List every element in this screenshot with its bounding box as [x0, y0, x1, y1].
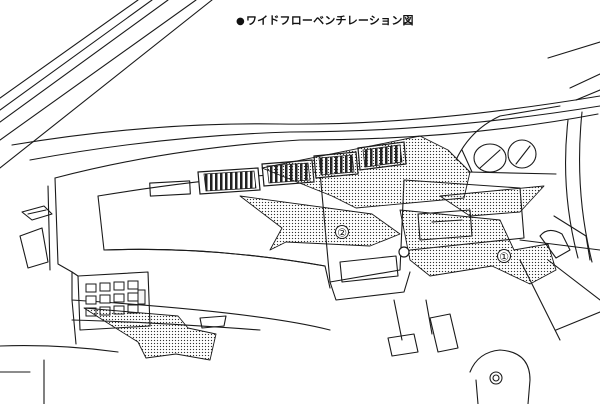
airflow-arrow-center-right [399, 209, 557, 285]
airflow-arrows [83, 135, 557, 361]
airflow-arrow-lower-left [83, 307, 217, 361]
instrument-cluster [455, 105, 561, 175]
center-vent-1 [197, 167, 261, 195]
title-bullet: ● [236, 16, 245, 27]
shift-knob [469, 349, 531, 405]
steering-wheel [539, 111, 593, 263]
airflow-arrow-right [439, 185, 545, 217]
windshield-right-edge [547, 41, 600, 101]
left-dash-body [47, 171, 331, 331]
callout-1-label: ① [499, 251, 509, 264]
airflow-arrow-upper [261, 135, 471, 209]
door-sill [0, 345, 119, 405]
pedal-brake [387, 299, 419, 357]
dashboard-top [11, 95, 600, 179]
callout-1: ① [497, 249, 511, 264]
airflow-arrow-center-left [239, 195, 401, 251]
display-slot [149, 180, 191, 197]
a-pillar [0, 0, 213, 169]
callout-2: ② [335, 225, 349, 240]
callout-2-label: ② [337, 227, 347, 240]
pedal-accelerator [425, 299, 459, 353]
title-text: ワイドフローベンチレーション図 [245, 14, 414, 27]
left-side-vent [19, 205, 53, 269]
diagram-title: ●ワイドフローベンチレーション図 [236, 12, 414, 28]
center-knob [398, 246, 410, 258]
